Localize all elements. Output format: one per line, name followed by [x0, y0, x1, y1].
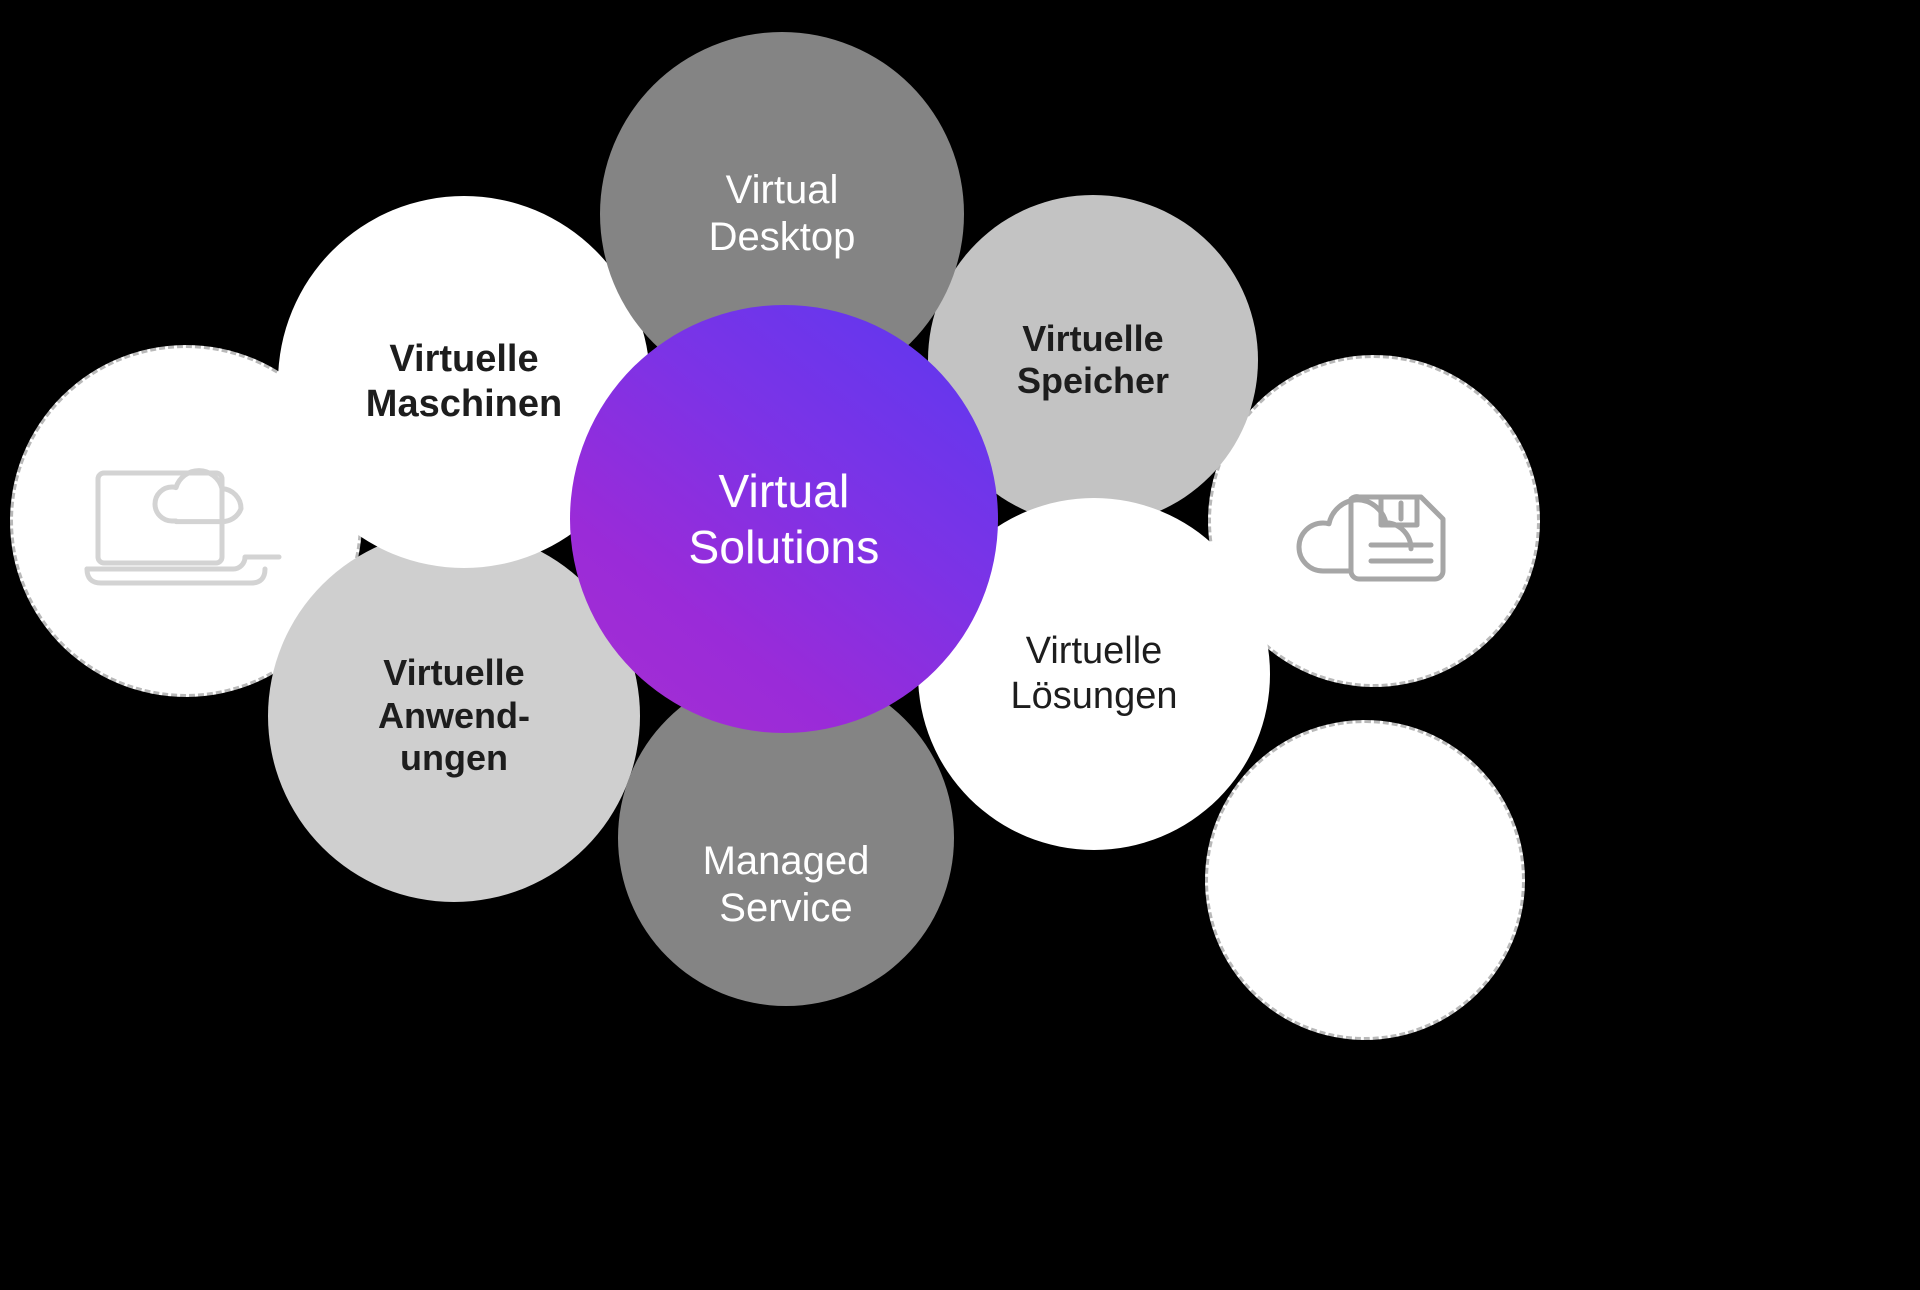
center-circle-virtual-solutions[interactable]: Virtual Solutions — [570, 305, 998, 733]
accessory-circle-blank[interactable] — [1205, 720, 1525, 1040]
laptop-cloud-icon — [84, 451, 289, 591]
petal-managed-service[interactable]: Managed Service — [618, 670, 954, 1006]
petal-virtuelle-anwendungen[interactable]: Virtuelle Anwend- ungen — [268, 530, 640, 902]
petal-virtuelle-speicher-label: Virtuelle Speicher — [1016, 317, 1170, 401]
petal-managed-service-label: Managed Service — [702, 838, 870, 930]
center-circle-label: Virtual Solutions — [688, 464, 880, 573]
petal-virtuelle-maschinen-label: Virtuelle Maschinen — [365, 338, 563, 425]
petal-virtuelle-loesungen-label: Virtuelle Lösungen — [1010, 630, 1178, 717]
cloud-save-icon — [1279, 441, 1469, 601]
petal-virtual-desktop-label: Virtual Desktop — [708, 167, 856, 259]
petal-virtuelle-anwendungen-label: Virtuelle Anwend- ungen — [378, 652, 530, 779]
